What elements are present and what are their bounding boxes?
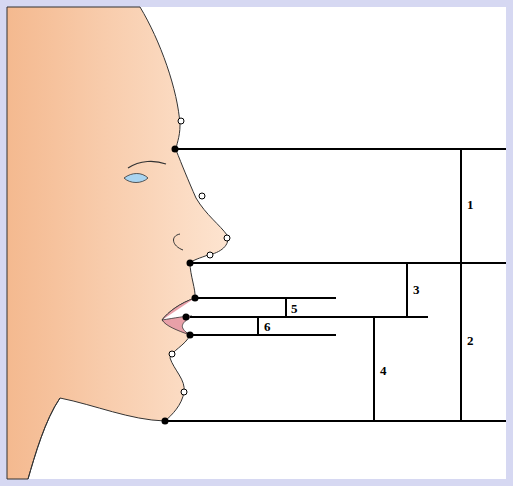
ground bbox=[7, 7, 506, 479]
landmark-dots bbox=[162, 146, 199, 425]
callout-number: 2 bbox=[467, 334, 474, 347]
eyebrow bbox=[128, 161, 166, 168]
callout-number: 3 bbox=[413, 283, 420, 296]
reference-lines bbox=[165, 149, 506, 421]
landmark-circles bbox=[169, 118, 230, 395]
callout-number: 6 bbox=[264, 320, 271, 333]
eye bbox=[124, 174, 148, 183]
callout-number: 1 bbox=[467, 198, 474, 211]
head bbox=[7, 7, 228, 479]
neck-line bbox=[28, 398, 60, 479]
callout-number: 5 bbox=[291, 302, 298, 315]
nostril bbox=[174, 234, 183, 250]
callout-number: 4 bbox=[380, 364, 387, 377]
